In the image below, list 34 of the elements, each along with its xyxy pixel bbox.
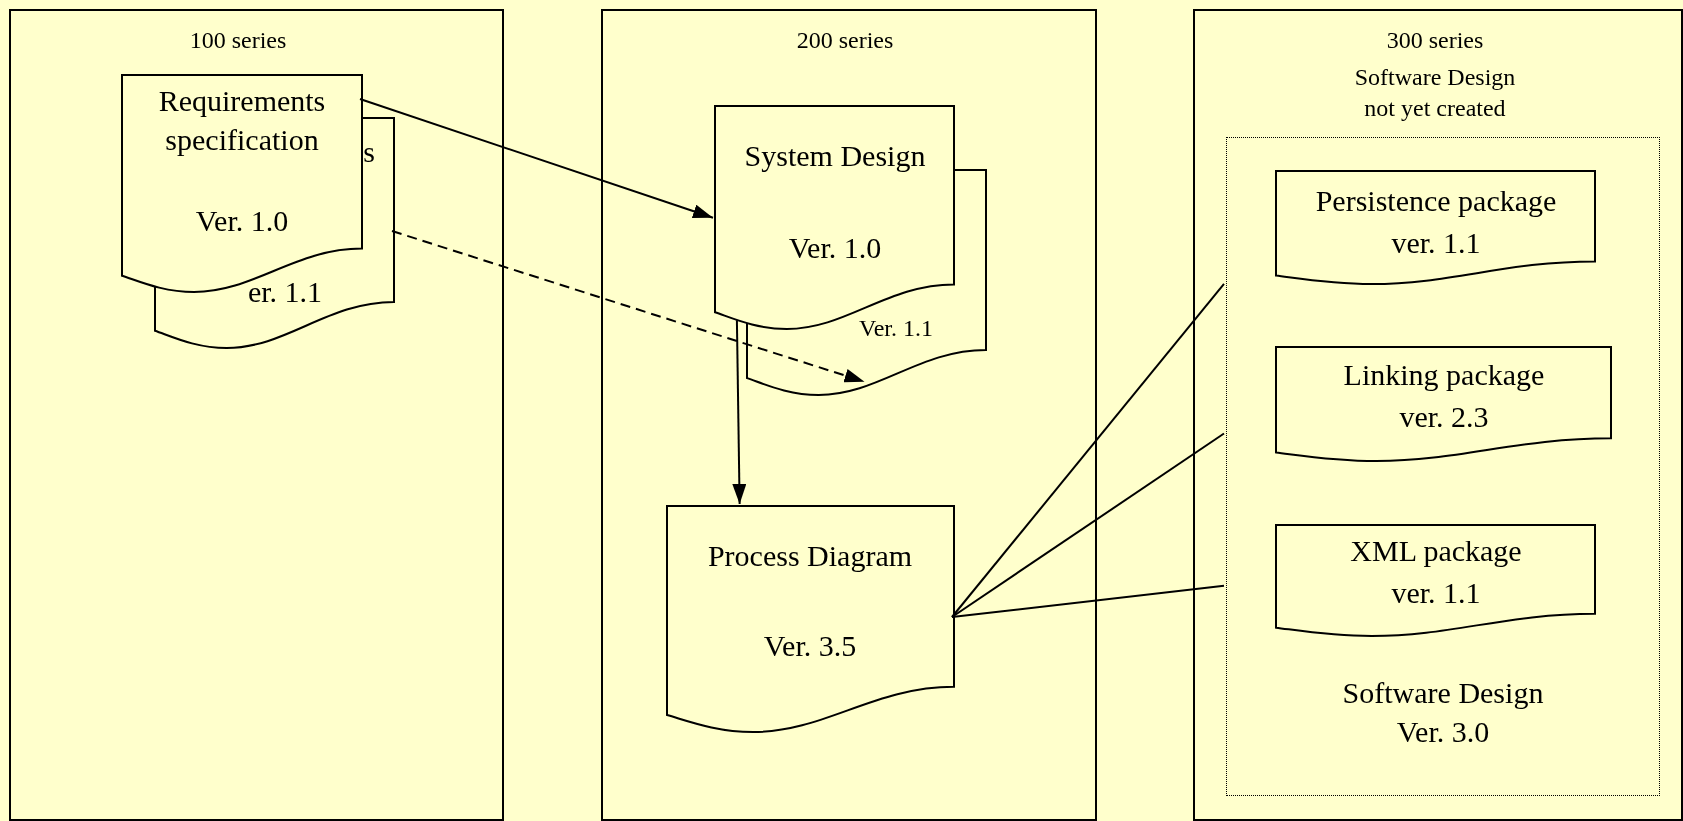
group-title: Software Design Ver. 3.0 [1341, 675, 1545, 750]
note-text: Software Design not yet created [1353, 63, 1517, 124]
version-label: Ver. 1.1 [858, 314, 934, 343]
package-group [1226, 137, 1660, 796]
document-title: Linking package [1342, 357, 1546, 393]
connector-line [951, 282, 1225, 618]
document-shape [667, 506, 954, 732]
connector-line [951, 584, 1225, 618]
version-label: Ver. 3.5 [762, 628, 858, 664]
version-label: Ver. 1.0 [194, 203, 290, 239]
document-title: Requirements specification [157, 83, 327, 158]
panel-title: 300 series [1385, 26, 1485, 55]
version-label: Ver. 1.0 [787, 230, 883, 266]
swimlane-panel [601, 9, 1097, 821]
panel-title: 100 series [188, 26, 288, 55]
document-title: Persistence package [1314, 183, 1558, 219]
document-title: XML package [1349, 533, 1523, 569]
swimlane-panel [1193, 9, 1683, 821]
arrow [391, 230, 866, 383]
arrow [732, 319, 747, 505]
version-label: ver. 1.1 [1390, 225, 1482, 261]
document-shape [1276, 525, 1595, 636]
document-shape [1276, 171, 1595, 284]
version-label: ver. 1.1 [1390, 575, 1482, 611]
version-label: er. 1.1 [246, 274, 324, 310]
connector-line [951, 432, 1225, 618]
document-title: Process Diagram [706, 538, 914, 574]
panel-title: 200 series [795, 26, 895, 55]
version-label: ver. 2.3 [1398, 399, 1490, 435]
document-title: s [362, 134, 376, 170]
swimlane-panel [9, 9, 504, 821]
document-title: System Design [743, 138, 927, 174]
arrow [359, 98, 714, 219]
document-shape [1276, 347, 1611, 461]
